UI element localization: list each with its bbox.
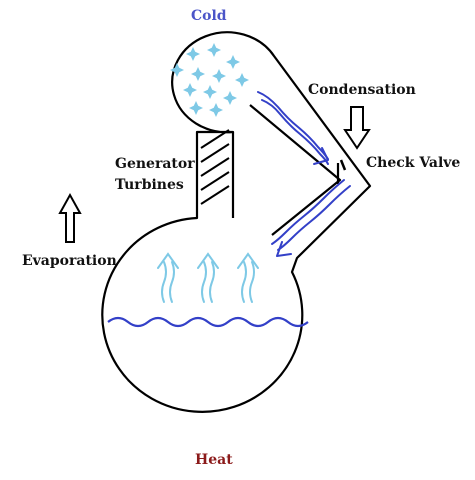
heat-label: Heat (195, 452, 233, 468)
cold-label: Cold (191, 8, 227, 24)
check-valve-flap (339, 159, 347, 171)
flow-arrow-lower (277, 185, 351, 251)
condensate-flow-arrows (257, 91, 351, 257)
four-point-star-icon (186, 47, 200, 61)
four-point-star-icon (235, 73, 249, 87)
water-surface (107, 316, 309, 328)
four-point-star-icon (207, 43, 221, 57)
apparatus-outline (101, 31, 372, 413)
hollow-up-arrow-icon (58, 192, 82, 243)
four-point-star-icon (189, 101, 203, 115)
generator-label: Generator (115, 156, 195, 172)
condensation-label: Condensation (308, 82, 416, 98)
vapor-arrows (157, 252, 259, 303)
hollow-down-arrow-icon (343, 106, 371, 150)
turbine-blade (200, 129, 230, 149)
turbines-label: Turbines (115, 177, 184, 193)
turbine-blade (200, 143, 230, 163)
four-point-star-icon (191, 67, 205, 81)
turbine-blade (200, 157, 230, 177)
ice-crystals (170, 43, 249, 117)
turbine-blade (200, 185, 230, 205)
flow-arrow-lower-head (276, 241, 292, 257)
vapor-arrow (237, 252, 259, 303)
turbine-blade (200, 171, 230, 191)
four-point-star-icon (212, 69, 226, 83)
flow-arrow-upper (257, 91, 329, 160)
vapor-arrow (197, 252, 219, 303)
generator-turbines (200, 129, 230, 205)
four-point-star-icon (209, 103, 223, 117)
return-pipe-inner-wall (249, 104, 342, 236)
flow-arrow-upper-head (313, 147, 329, 165)
check-valve-label: Check Valve (366, 155, 461, 171)
four-point-star-icon (203, 85, 217, 99)
vapor-arrow (157, 252, 179, 303)
four-point-star-icon (183, 83, 197, 97)
four-point-star-icon (170, 63, 184, 77)
four-point-star-icon (223, 91, 237, 105)
evaporation-label: Evaporation (22, 253, 117, 269)
four-point-star-icon (226, 55, 240, 69)
